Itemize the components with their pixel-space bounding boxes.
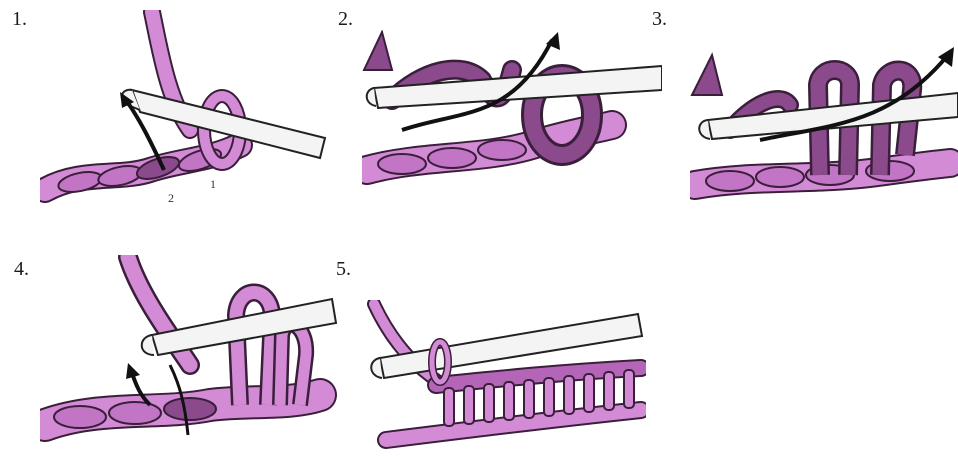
step-5-illustration [366,300,646,456]
step-3-illustration [690,35,958,215]
step-1-illustration: 2 1 [40,10,330,220]
step-2-illustration [362,30,662,210]
step-4-label: 4. [14,258,29,281]
loop-1-marker: 1 [210,177,216,191]
step-3-label: 3. [652,8,667,31]
step-2-label: 2. [338,8,353,31]
step-1-label: 1. [12,8,27,31]
loop-2-marker: 2 [168,191,174,205]
step-4-illustration [40,255,340,455]
